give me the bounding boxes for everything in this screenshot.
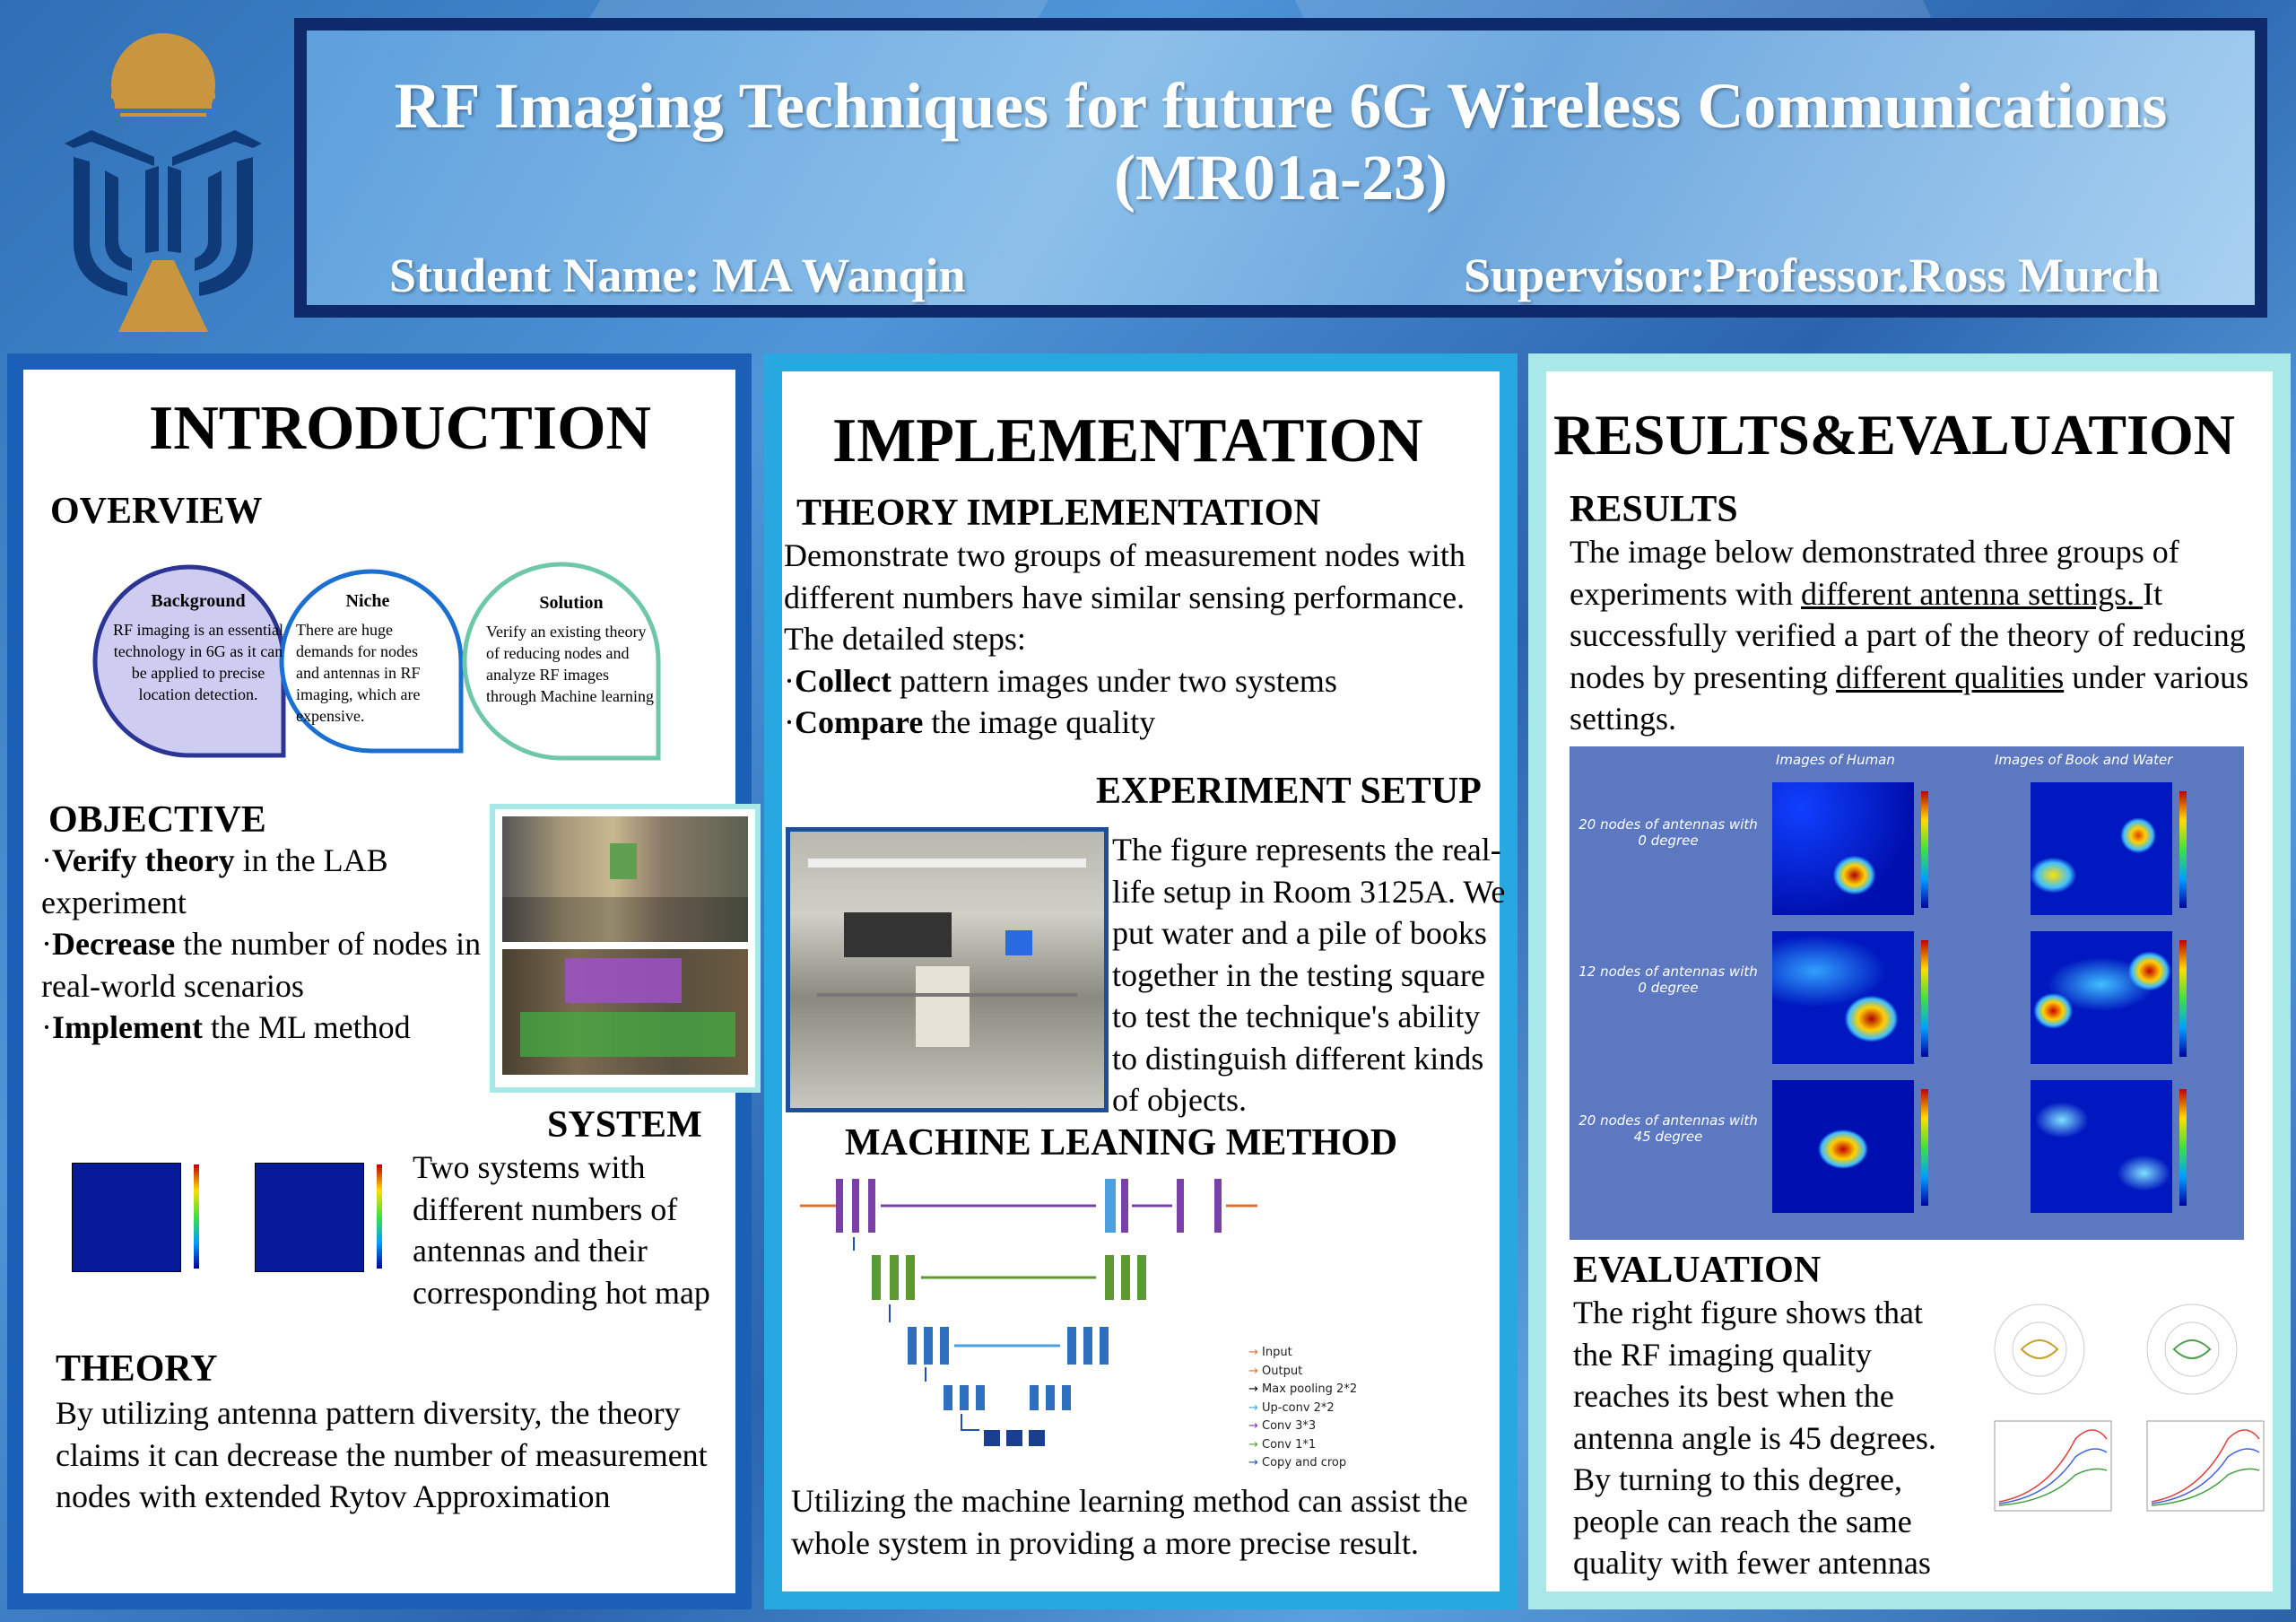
column-label-human: Images of Human: [1776, 752, 1895, 768]
evaluation-text: The right figure shows that the RF imagi…: [1573, 1295, 1936, 1581]
bubble-niche: Niche There are huge demands for nodes a…: [296, 591, 421, 725]
panorama-image-2: [502, 949, 748, 1075]
introduction-panel: INTRODUCTION OVERVIEW Background RF imag…: [7, 353, 761, 1609]
results-text: The image below demonstrated three group…: [1570, 534, 2249, 737]
student-name: Student Name: MA Wanqin: [389, 249, 966, 302]
legend-item: → Copy and crop: [1248, 1456, 1347, 1469]
theory-implementation-text: Demonstrate two groups of measurement no…: [784, 535, 1483, 744]
objective-item: ·Verify theory in the LAB experiment: [41, 842, 388, 920]
experiment-setup-heading: EXPERIMENT SETUP: [1096, 771, 1482, 812]
supervisor-name: Supervisor:Professor.Ross Murch: [1464, 249, 2160, 302]
colorbar: [2179, 940, 2187, 1057]
implementation-panel: IMPLEMENTATION THEORY IMPLEMENTATION Dem…: [764, 353, 1518, 1609]
objective-heading: OBJECTIVE: [48, 799, 266, 841]
heatmap-book-3: [2031, 1080, 2172, 1213]
objective-list: ·Verify theory in the LAB experiment ·De…: [41, 840, 490, 1049]
panorama-images: [490, 804, 761, 1093]
system-text: Two systems with different numbers of an…: [413, 1149, 710, 1311]
row-label: 12 nodes of antennas with 0 degree: [1578, 964, 1758, 996]
overview-bubbles: [92, 562, 661, 761]
heatmap-book-1: [2031, 782, 2172, 915]
university-logo-icon: [65, 33, 262, 332]
poster-code: (MR01a-23): [1114, 142, 1448, 214]
title-box: RF Imaging Techniques for future 6G Wire…: [294, 18, 2267, 318]
lab-setup-photo: [786, 827, 1109, 1112]
evaluation-figure: [1994, 1304, 2265, 1512]
heatmap-human-2: [1772, 931, 1914, 1064]
heatmap-book-2: [2031, 931, 2172, 1064]
machine-learning-text: Utilizing the machine learning method ca…: [791, 1483, 1468, 1561]
introduction-heading: INTRODUCTION: [149, 394, 652, 463]
colorbar: [1921, 1089, 1928, 1206]
panorama-image-1: [502, 816, 748, 942]
system-heatmap-2: [251, 1159, 413, 1276]
theory-heading: THEORY: [56, 1348, 218, 1390]
results-heading: RESULTS: [1570, 489, 1738, 530]
implementation-heading: IMPLEMENTATION: [832, 406, 1423, 475]
machine-learning-heading: MACHINE LEANING METHOD: [845, 1122, 1398, 1164]
colorbar: [1921, 791, 1928, 908]
legend-item: → Conv 3*3: [1248, 1419, 1317, 1433]
objective-item: ·Decrease the number of nodes in real-wo…: [41, 926, 482, 1004]
theory-implementation-heading: THEORY IMPLEMENTATION: [796, 493, 1321, 534]
system-heading: SYSTEM: [547, 1104, 702, 1146]
experiment-setup-text: The figure represents the real-life setu…: [1112, 832, 1506, 1118]
theory-text: By utilizing antenna pattern diversity, …: [56, 1395, 708, 1514]
bubble-solution: Solution Verify an existing theory of re…: [486, 593, 654, 705]
objective-item: ·Implement the ML method: [41, 1009, 411, 1045]
legend-item: → Input: [1248, 1346, 1292, 1359]
colorbar: [2179, 791, 2187, 908]
overview-heading: OVERVIEW: [50, 491, 263, 532]
poster-title: RF Imaging Techniques for future 6G Wire…: [394, 70, 2168, 142]
heatmap-human-3: [1772, 1080, 1914, 1213]
colorbar: [1921, 940, 1928, 1057]
legend-item: → Conv 1*1: [1248, 1437, 1317, 1452]
colorbar: [2179, 1089, 2187, 1206]
bubble-background: Background RF imaging is an essential te…: [113, 591, 283, 703]
system-heatmap-1: [68, 1159, 230, 1276]
unet-legend: → Input → Output → Max pooling 2*2 → Up-…: [1248, 1344, 1357, 1473]
evaluation-heading: EVALUATION: [1573, 1250, 1822, 1291]
step-item: ·Collect pattern images under two system…: [784, 662, 1337, 699]
results-image-grid: Images of Human Images of Book and Water…: [1570, 746, 2244, 1240]
legend-item: → Output: [1248, 1364, 1303, 1378]
results-evaluation-heading: RESULTS&EVALUATION: [1553, 403, 2235, 467]
row-label: 20 nodes of antennas with 45 degree: [1578, 1112, 1758, 1145]
heatmap-human-1: [1772, 782, 1914, 915]
row-label: 20 nodes of antennas with 0 degree: [1578, 816, 1758, 849]
unet-diagram: [800, 1179, 1257, 1446]
legend-item: → Up-conv 2*2: [1248, 1400, 1335, 1415]
results-panel: RESULTS&EVALUATION RESULTS The image bel…: [1528, 353, 2291, 1609]
step-item: ·Compare the image quality: [784, 704, 1156, 740]
column-label-book: Images of Book and Water: [1995, 752, 2173, 768]
legend-item: → Max pooling 2*2: [1248, 1382, 1358, 1396]
